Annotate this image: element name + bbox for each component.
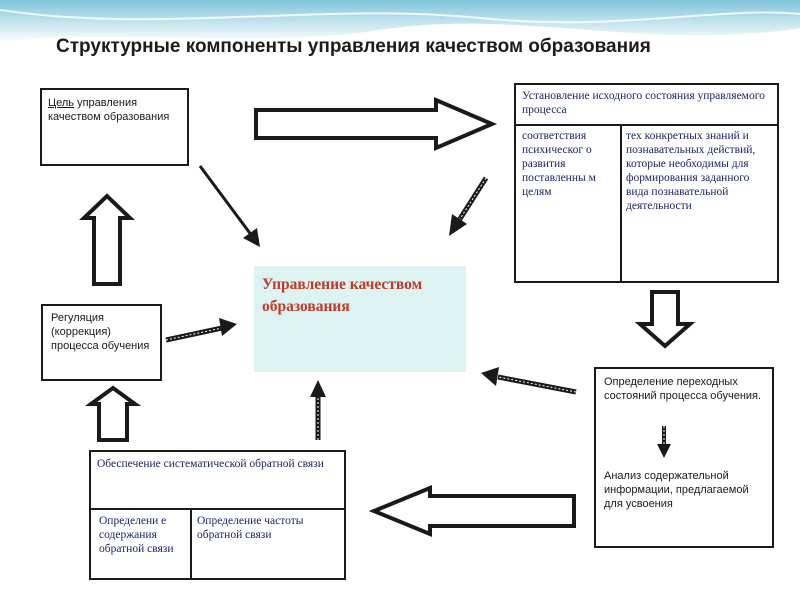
regulation-box: Регуляция (коррекция) процесса обучения (41, 304, 162, 381)
goal-text: Цель управления качеством образования (48, 96, 184, 124)
initial-state-left-cell: соответствия психическог о развития пост… (522, 130, 596, 198)
initial-state-right-cell: тех конкретных знаний и познавательных д… (626, 130, 756, 212)
transitional-top-text: Определение переходных состояний процесс… (604, 376, 762, 402)
regulation-text: Регуляция (коррекция) процесса обучения (51, 312, 150, 352)
diagram-title: Структурные компоненты управления качест… (56, 36, 651, 57)
goal-rest: управления качеством образования (48, 97, 170, 123)
transitional-states-box: Определение переходных состояний процесс… (594, 367, 774, 548)
feedback-left-cell: Определени е содержания обратной связи (99, 515, 174, 555)
initial-state-divider (516, 124, 777, 126)
initial-state-box: Установление исходного состояния управля… (514, 83, 779, 283)
initial-state-header: Установление исходного состояния управля… (522, 90, 765, 116)
feedback-column-divider (190, 508, 192, 578)
transitional-bottom-text: Анализ содержательной информации, предла… (604, 470, 749, 510)
feedback-box: Обеспечение систематической обратной свя… (89, 450, 346, 580)
feedback-right-cell: Определение частоты обратной связи (197, 515, 304, 541)
center-box-text: Управление качеством образования (262, 276, 423, 315)
feedback-divider (91, 508, 344, 510)
goal-word: Цель (48, 97, 75, 109)
goal-box: Цель управления качеством образования (40, 88, 189, 166)
initial-state-column-divider (620, 124, 622, 281)
feedback-header: Обеспечение систематической обратной свя… (97, 458, 324, 470)
center-box: Управление качеством образования (254, 266, 466, 372)
